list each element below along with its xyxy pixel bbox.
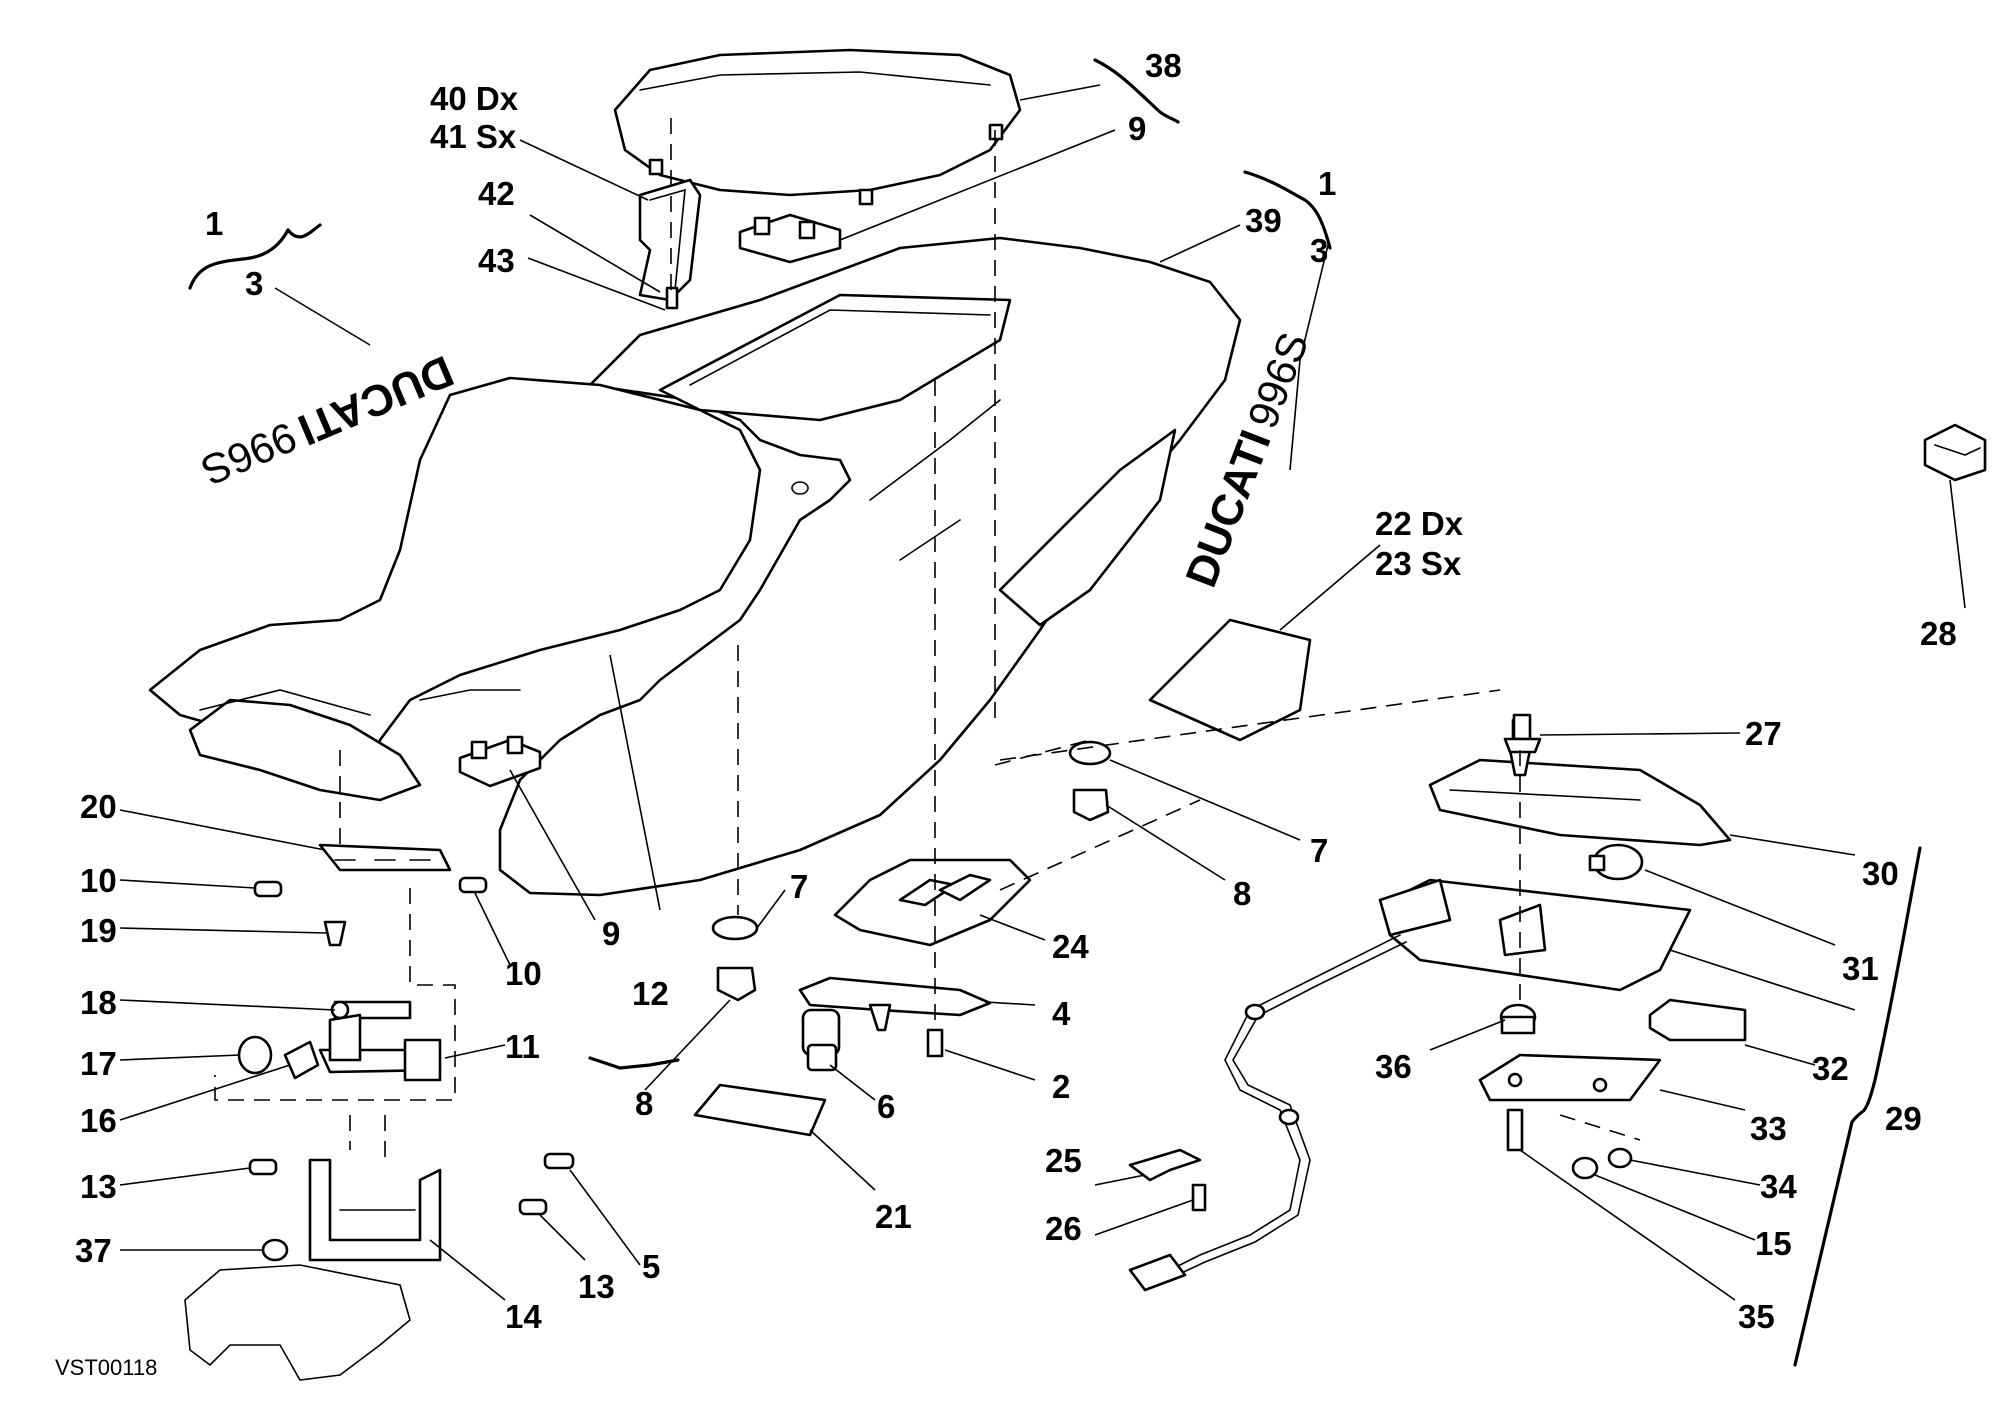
screw-10b	[458, 876, 488, 894]
wiring-cable	[1128, 934, 1407, 1292]
callout-3-right: 3	[1310, 232, 1328, 269]
side-pad	[1148, 618, 1312, 742]
callout-41: 41 Sx	[430, 118, 517, 155]
callout-31: 31	[1842, 950, 1879, 987]
callout-11: 11	[505, 1028, 540, 1065]
fastener-27	[1503, 713, 1542, 754]
callout-42: 42	[478, 175, 515, 212]
drawing-id: VST00118	[55, 1355, 157, 1380]
hinge-plate-20	[318, 843, 452, 872]
callout-3-left: 3	[245, 265, 263, 302]
grommet-left	[711, 915, 759, 941]
screw-13b	[518, 1198, 548, 1216]
spring-16	[283, 1040, 320, 1080]
hinge-shaft-11	[318, 1013, 442, 1082]
callout-27: 27	[1745, 715, 1782, 752]
callout-1-right: 1	[1318, 165, 1336, 202]
callout-1-left: 1	[205, 205, 223, 242]
callout-25: 25	[1045, 1142, 1082, 1179]
grommet-right	[1068, 740, 1112, 766]
bushing-17	[237, 1035, 273, 1075]
number-plate-holder	[1378, 878, 1692, 992]
rod-18	[330, 1000, 412, 1020]
reflector-holder	[1648, 998, 1747, 1042]
rubber-pad-mid	[458, 735, 542, 788]
callout-15: 15	[1755, 1225, 1792, 1262]
bushing-37	[261, 1238, 289, 1262]
callout-18: 18	[80, 984, 117, 1021]
callout-10-a: 10	[80, 862, 117, 899]
callout-39: 39	[1245, 202, 1282, 239]
callout-37: 37	[75, 1232, 112, 1269]
screw-35	[1506, 1108, 1524, 1152]
model-name-left: 996S	[195, 413, 304, 495]
callout-35: 35	[1738, 1298, 1775, 1335]
callout-13-a: 13	[80, 1168, 117, 1205]
callout-36: 36	[1375, 1048, 1412, 1085]
washer-34	[1607, 1147, 1633, 1169]
callout-19: 19	[80, 912, 117, 949]
callout-28: 28	[1920, 615, 1957, 652]
callout-9-top: 9	[1128, 110, 1146, 147]
callout-20: 20	[80, 788, 117, 825]
callout-32: 32	[1812, 1050, 1849, 1087]
document-pouch	[693, 1083, 827, 1137]
tail-fairing	[498, 236, 1242, 897]
screw-10a	[253, 880, 283, 898]
callout-40: 40 Dx	[430, 80, 519, 117]
screw-19	[323, 920, 347, 947]
lock-plate	[833, 858, 1032, 947]
frame-reference	[184, 1264, 411, 1381]
callout-7-left: 7	[790, 868, 808, 905]
latch-bar	[798, 976, 992, 1032]
callout-10-b: 10	[505, 955, 542, 992]
callout-7-right: 7	[1310, 832, 1328, 869]
callout-23: 23 Sx	[1375, 545, 1462, 582]
model-name-right: 996S	[1238, 326, 1317, 434]
lock-cylinder	[801, 1008, 841, 1072]
nut-15	[1571, 1156, 1599, 1180]
callout-8-right: 8	[1233, 875, 1251, 912]
rubber-pad-top	[738, 213, 842, 264]
callout-26: 26	[1045, 1210, 1082, 1247]
callout-13-b: 13	[578, 1268, 615, 1305]
bulb	[1588, 843, 1644, 881]
callout-29: 29	[1885, 1100, 1922, 1137]
cable-clamp	[1128, 1148, 1207, 1212]
callout-14: 14	[505, 1298, 542, 1335]
callout-24: 24	[1052, 928, 1089, 965]
callout-33: 33	[1750, 1110, 1787, 1147]
screw-2	[926, 1028, 944, 1058]
callout-16: 16	[80, 1102, 117, 1139]
brand-name-right: DUCATI	[1177, 424, 1281, 594]
callout-43: 43	[478, 242, 515, 279]
nut-left	[716, 966, 757, 1002]
grommet-36	[1499, 1003, 1537, 1035]
rider-seat	[148, 376, 762, 802]
reflector-clip	[1923, 423, 1987, 482]
callout-6: 6	[877, 1088, 895, 1125]
callout-5: 5	[642, 1248, 660, 1285]
mounting-plate	[1478, 1053, 1662, 1102]
callout-21: 21	[875, 1198, 912, 1235]
callout-9-mid: 9	[602, 915, 620, 952]
tail-light	[1428, 718, 1732, 847]
callout-22: 22 Dx	[1375, 505, 1464, 542]
nut-right	[1072, 788, 1110, 822]
callout-12: 12	[632, 975, 669, 1012]
callout-2: 2	[1052, 1068, 1070, 1105]
screw-5	[543, 1152, 575, 1170]
callout-34: 34	[1760, 1168, 1797, 1205]
callout-38: 38	[1145, 47, 1182, 84]
callout-4: 4	[1052, 995, 1071, 1032]
callout-8-left: 8	[635, 1085, 653, 1122]
screw-13a	[248, 1158, 278, 1176]
callout-30: 30	[1862, 855, 1899, 892]
callout-17: 17	[80, 1045, 117, 1082]
pillion-cover	[613, 48, 1022, 206]
bracket-14	[308, 1158, 442, 1262]
cover-bracket	[638, 178, 702, 310]
